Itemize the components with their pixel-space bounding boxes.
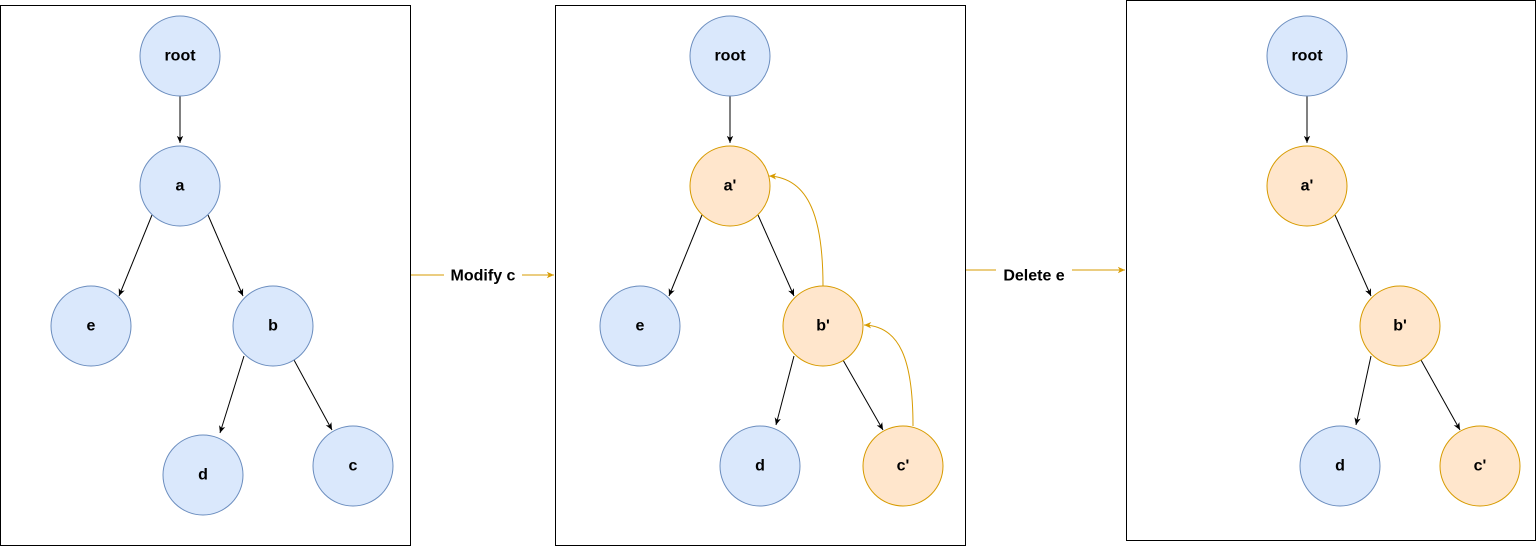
edge-b-c: [293, 359, 333, 431]
transition-delete: Delete e: [966, 264, 1125, 286]
edge-b-c: [1420, 359, 1461, 431]
node-label: e: [87, 318, 96, 335]
node-root: root: [1266, 15, 1348, 97]
node-label: b': [1393, 318, 1407, 335]
node-label: b: [268, 318, 278, 335]
node-d: d: [719, 425, 801, 507]
node-c-prime: c': [862, 425, 944, 507]
node-label: root: [1291, 48, 1323, 65]
node-label: a': [724, 178, 737, 195]
node-d: d: [1299, 425, 1381, 507]
transition-label-delete: Delete e: [1003, 268, 1064, 285]
edge-a-b: [207, 214, 244, 297]
node-label: b': [816, 318, 830, 335]
edge-a-e: [668, 214, 703, 297]
node-a: a: [139, 145, 221, 227]
edge-c-b-backref: [863, 322, 914, 427]
node-root: root: [139, 15, 221, 97]
node-label: c': [1474, 458, 1487, 475]
node-a-prime: a': [689, 145, 771, 227]
node-b-prime: b': [782, 285, 864, 367]
transition-label-bg: [996, 264, 1072, 286]
edge-b-d: [1354, 355, 1372, 426]
edge-b-d: [774, 355, 795, 426]
node-label: c': [897, 458, 910, 475]
node-e: e: [50, 285, 132, 367]
edge-b-d: [219, 355, 245, 434]
node-label: d: [198, 467, 208, 484]
node-label: root: [164, 48, 196, 65]
node-label: a': [1301, 178, 1314, 195]
node-label: a: [176, 178, 185, 195]
node-label: e: [636, 318, 645, 335]
transition-modify: Modify c: [411, 264, 554, 286]
node-label: d: [755, 458, 765, 475]
node-d: d: [162, 434, 244, 516]
node-label: c: [349, 458, 358, 475]
node-label: root: [714, 48, 746, 65]
edge-a-b: [1334, 214, 1372, 297]
node-c: c: [312, 425, 394, 507]
node-a-prime: a': [1266, 145, 1348, 227]
edge-a-b: [757, 214, 795, 297]
node-c-prime: c': [1439, 425, 1521, 507]
node-b-prime: b': [1359, 285, 1441, 367]
edge-a-e: [118, 214, 153, 297]
node-e: e: [599, 285, 681, 367]
panel-original: root a e b d c: [0, 5, 411, 546]
edge-b-c: [842, 359, 884, 431]
transition-label-bg: [444, 264, 522, 286]
node-b: b: [232, 285, 314, 367]
transition-label-modify: Modify c: [451, 268, 516, 285]
node-label: d: [1335, 458, 1345, 475]
panel-deleted: root a' b' d c': [1126, 0, 1536, 541]
edge-b-a-backref: [768, 173, 824, 287]
panel-modified: root a' e b' d c': [555, 5, 966, 546]
node-root: root: [689, 15, 771, 97]
